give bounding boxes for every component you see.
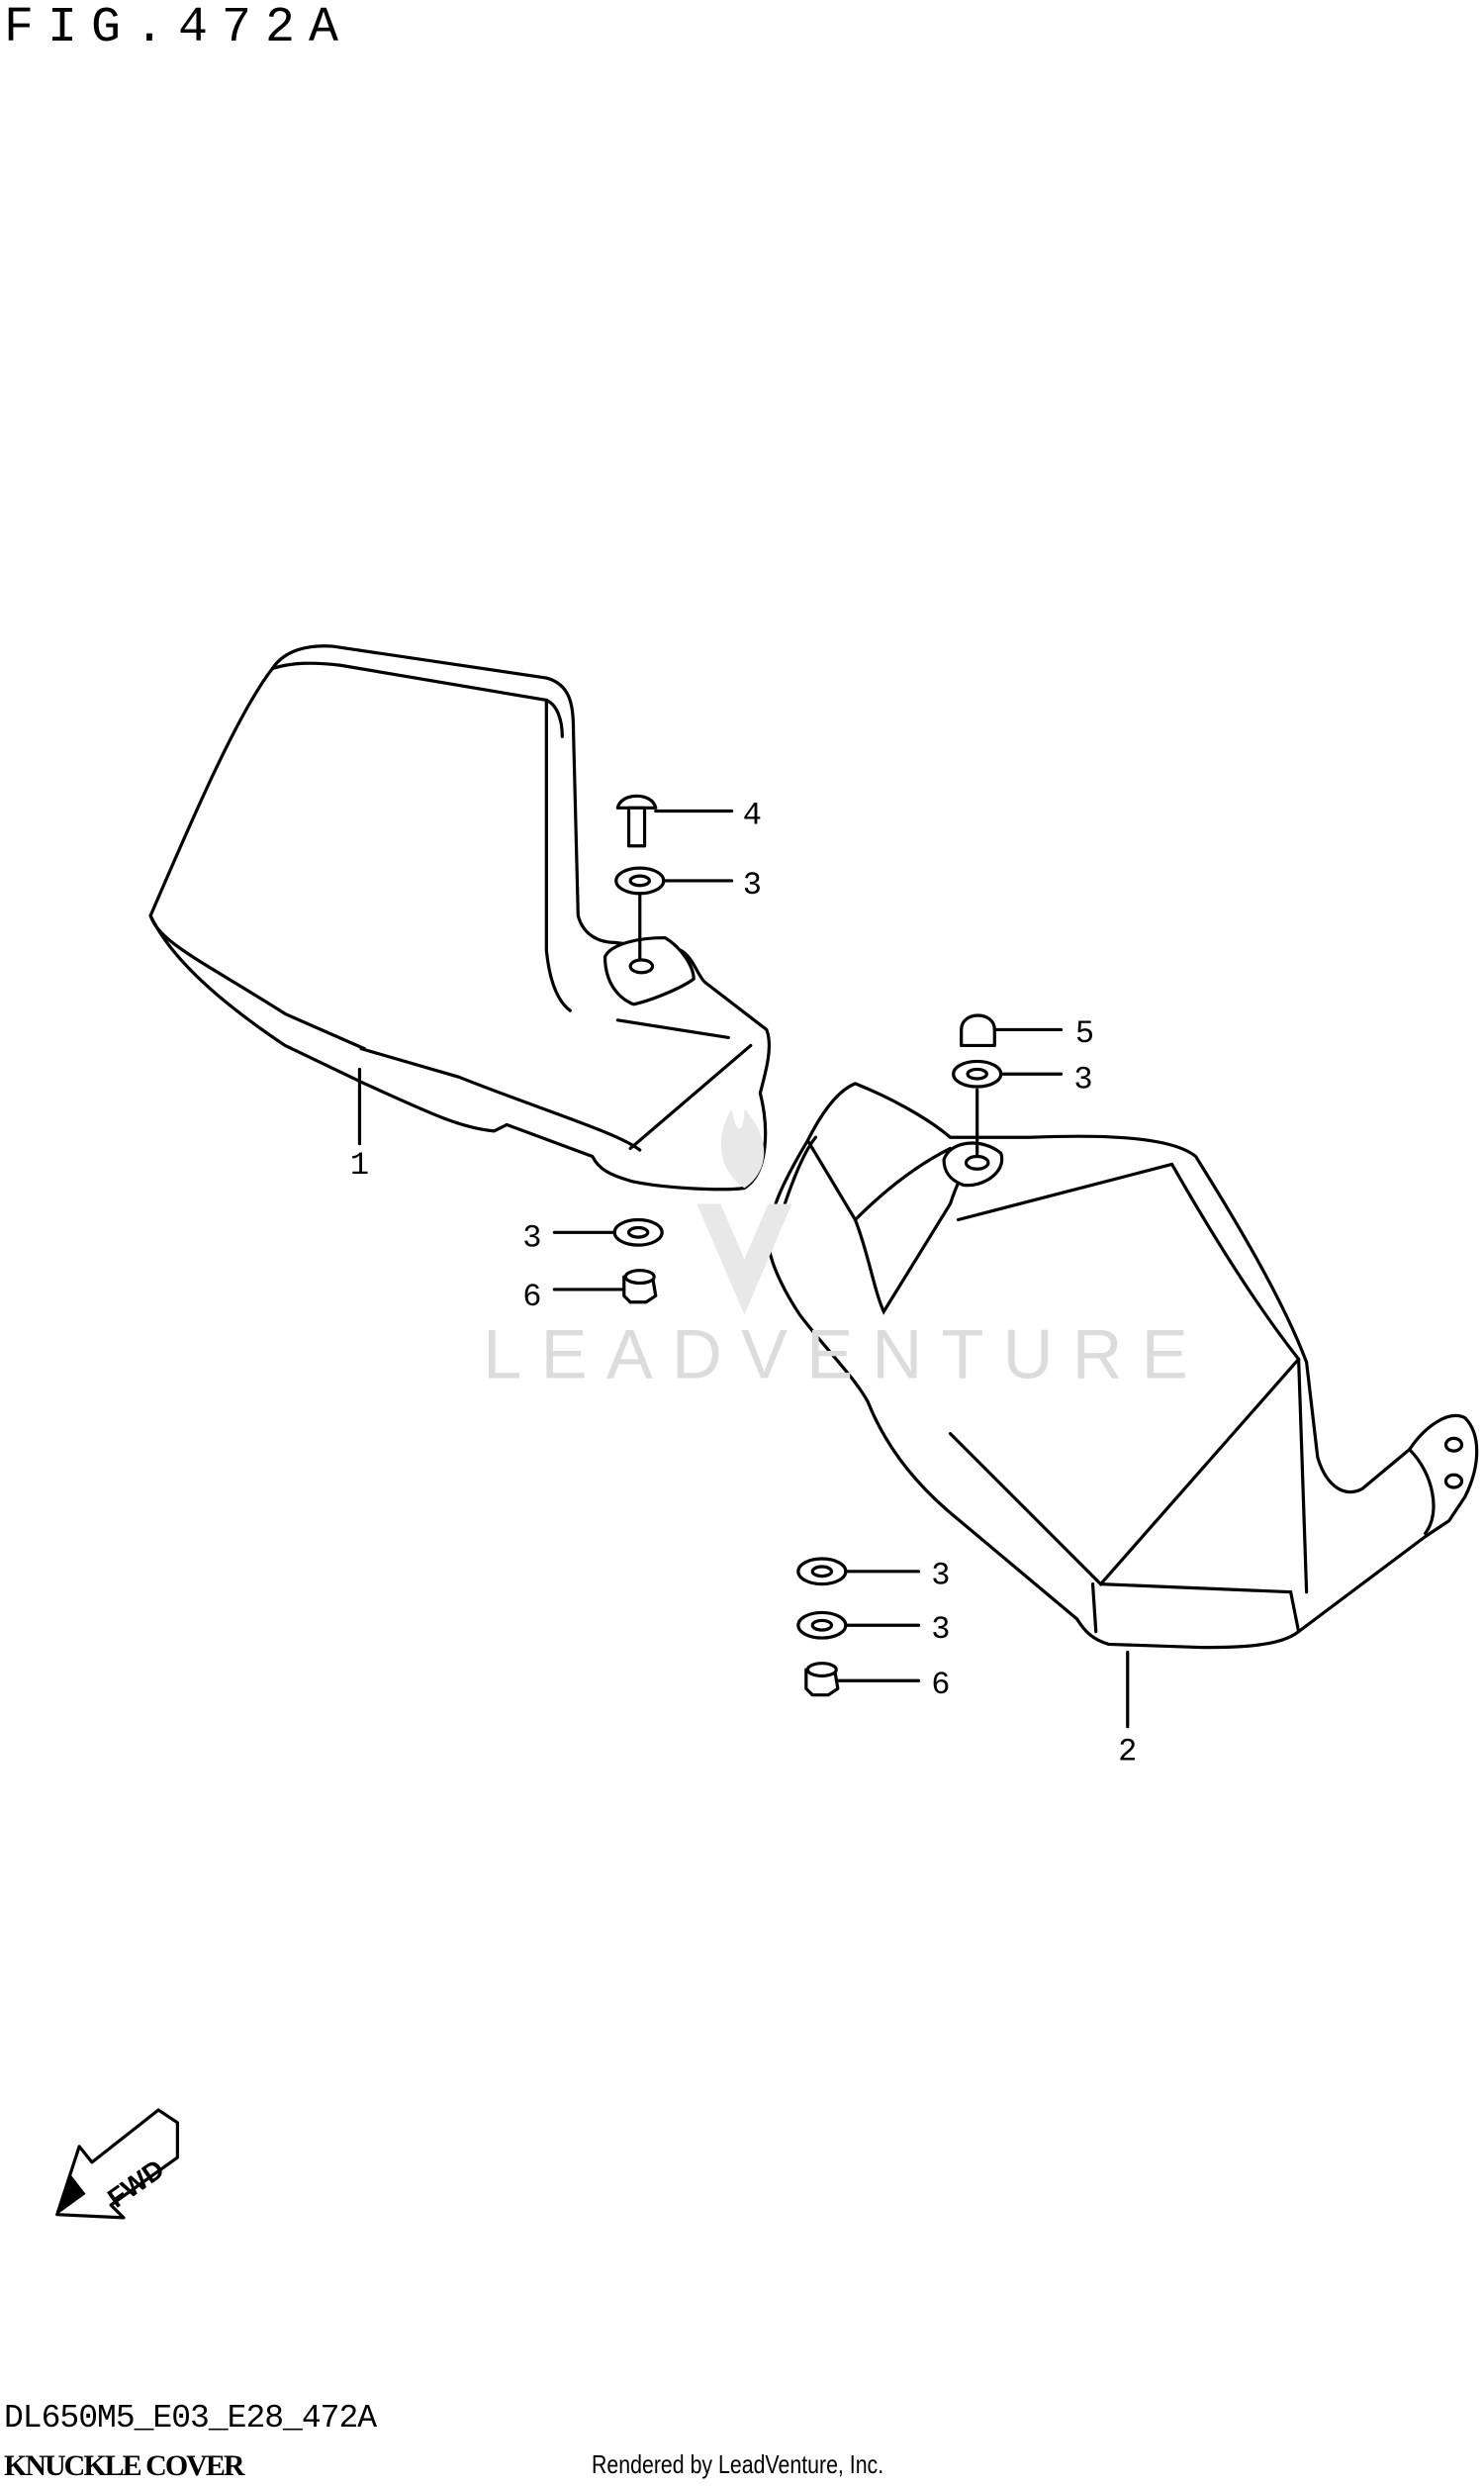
callout-2[interactable]: 2 — [1118, 1733, 1137, 1770]
washer-3-upper-left[interactable] — [614, 866, 734, 960]
washer-3-lower-left[interactable] — [552, 1217, 664, 1247]
callout-3[interactable]: 3 — [1073, 1062, 1092, 1099]
nut-6-right[interactable] — [804, 1662, 921, 1697]
watermark: LEADVENTURE — [483, 1108, 1207, 1393]
callout-3[interactable]: 3 — [931, 1558, 950, 1594]
forward-arrow-icon: FWD — [55, 2108, 179, 2220]
callout-6[interactable]: 6 — [522, 1279, 541, 1315]
knuckle-cover-right[interactable] — [767, 1082, 1479, 1729]
callout-3[interactable]: 3 — [931, 1611, 950, 1648]
washer-3-upper-right[interactable] — [952, 1059, 1064, 1159]
callout-3[interactable]: 3 — [522, 1220, 541, 1257]
callout-3[interactable]: 3 — [743, 867, 762, 904]
callout-6[interactable]: 6 — [931, 1667, 950, 1703]
cap-nut-5[interactable] — [960, 1013, 1064, 1048]
screw-4[interactable] — [615, 794, 734, 848]
figure-name: KNUCKLE COVER — [4, 2449, 245, 2482]
washer-3-lower-right-a[interactable] — [796, 1557, 921, 1586]
watermark-text: LEADVENTURE — [483, 1315, 1207, 1393]
knuckle-cover-left[interactable] — [148, 644, 772, 1192]
washer-3-lower-right-b[interactable] — [796, 1610, 921, 1640]
callout-5[interactable]: 5 — [1075, 1015, 1094, 1052]
callout-4[interactable]: 4 — [743, 797, 762, 833]
figure-title: FIG.472A — [4, 0, 353, 56]
callout-1[interactable]: 1 — [350, 1147, 369, 1184]
drawing-code: DL650M5_E03_E28_472A — [4, 2400, 377, 2437]
credit-text: Rendered by LeadVenture, Inc. — [592, 2449, 884, 2479]
nut-6-left[interactable] — [552, 1269, 658, 1304]
